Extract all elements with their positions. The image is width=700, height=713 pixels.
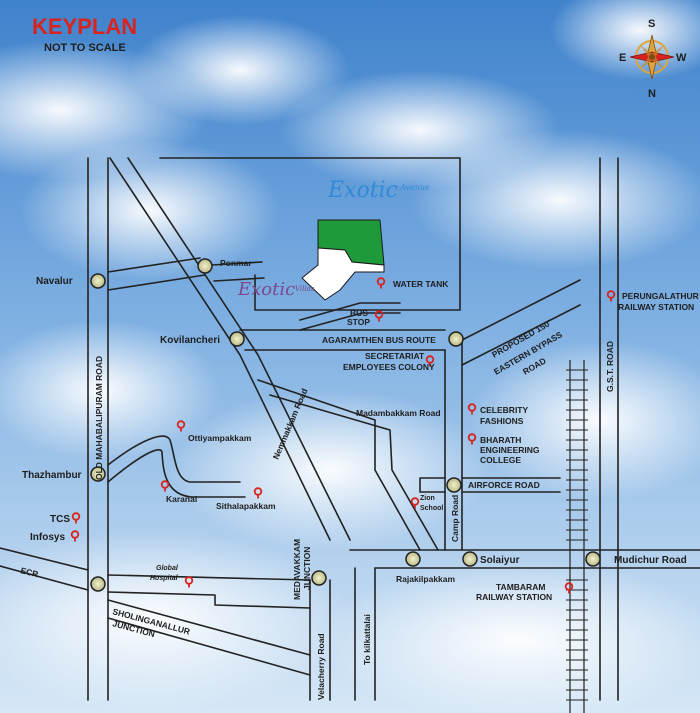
madambakkam-road-left (257, 379, 421, 551)
label-kovilancheri: Kovilancheri (160, 335, 220, 346)
ecr-road-top (0, 547, 89, 571)
compass-n-label: N (648, 88, 656, 100)
label-perungalathur-2: RAILWAY STATION (618, 302, 694, 312)
ecr-road-bottom (0, 565, 89, 591)
junction-medavakkam (311, 570, 327, 586)
keyplan-subtitle: NOT TO SCALE (44, 42, 126, 54)
label-bharath-3: COLLEGE (480, 455, 521, 465)
medavakkam-road-top (107, 574, 311, 581)
bus-stop-road-bottom (299, 312, 401, 331)
project-block-outline (159, 157, 461, 311)
road-network (0, 157, 700, 701)
label-solaiyur: Solaiyur (480, 555, 520, 566)
compass-e-label: E (619, 52, 626, 64)
label-global-1: Global (156, 565, 179, 572)
label-bharath-1: BHARATH (480, 435, 521, 445)
label-bus-stop-1: BUS (350, 308, 368, 318)
ottiyampakkam-road-bottom (107, 449, 246, 498)
exotic-villas-brand-suffix: Villas (295, 285, 315, 293)
label-bus-stop-2: STOP (347, 317, 370, 327)
exotic-avenue-brand: Exotic (327, 178, 398, 203)
bus-stop-road-top (299, 302, 401, 321)
exotic-villas-plot (301, 247, 385, 301)
label-global-2: Hospital (150, 575, 179, 582)
junction-navalur (90, 273, 106, 289)
nemmakkam-road-left (109, 157, 331, 541)
road-label-medavakkam-1: MEDAVAKKAM (292, 539, 302, 600)
label-tambaram-1: TAMBARAM (496, 582, 545, 592)
sholinganallur-road-bottom (107, 617, 311, 676)
label-water-tank: WATER TANK (393, 279, 449, 289)
label-thazhambur: Thazhambur (22, 470, 82, 481)
nemmakkam-road-right (127, 157, 351, 541)
label-ottiyampakkam: Ottiyampakkam (188, 433, 252, 443)
label-infosys: Infosys (30, 532, 65, 543)
compass-w-label: W (676, 52, 687, 64)
label-celebrity-2: FASHIONS (480, 416, 524, 426)
ponmar-project-road-bottom (213, 277, 265, 282)
road-label-mudichur: Mudichur Road (614, 555, 687, 566)
label-rajakilpakkam: Rajakilpakkam (396, 574, 456, 584)
compass-s-label: S (648, 18, 655, 30)
label-celebrity-1: CELEBRITY (480, 405, 529, 415)
sholinganallur-road-top (107, 599, 311, 656)
keyplan-title: KEYPLAN (32, 14, 137, 39)
label-zion-1: Zion (420, 495, 435, 502)
road-label-agaramthen: AGARAMTHEN BUS ROUTE (322, 335, 436, 345)
bypass-road-top (461, 279, 581, 341)
road-label-medavakkam-2: JUNCTION (302, 547, 312, 590)
label-navalur: Navalur (36, 276, 73, 287)
junction-kovilancheri (229, 331, 245, 347)
label-tcs: TCS (50, 514, 70, 525)
road-label-old-mahabalipuram: OLD MAHABALIPURAM ROAD (94, 356, 104, 480)
compass-rose-icon (629, 34, 675, 80)
label-sithalapakkam: Sithalapakkam (216, 501, 276, 511)
railway-sleepers (566, 369, 588, 701)
ponmar-project-road-top (211, 261, 263, 266)
exotic-avenue-brand-suffix: Avenue (399, 183, 430, 192)
ottiyampakkam-road-top (107, 435, 241, 483)
junction-solaiyur (462, 551, 478, 567)
junction-thazhambur (90, 466, 106, 482)
junction-ponmar (197, 258, 213, 274)
junction-agaramthen (448, 331, 464, 347)
label-tambaram-2: RAILWAY STATION (476, 592, 552, 602)
label-zion-2: School (420, 505, 443, 512)
label-karanai: Karanai (166, 494, 197, 504)
road-label-velacherry: Velacherry Road (316, 633, 326, 700)
airforce-road-west-stub (419, 477, 446, 493)
bypass-road-bottom (461, 304, 581, 366)
label-secretariat-1: SECRETARIAT (365, 351, 425, 361)
madambakkam-road-right (269, 394, 439, 551)
junction-markers (90, 258, 601, 592)
label-perungalathur-1: PERUNGALATHUR (622, 291, 699, 301)
road-label-camp: Camp Road (450, 495, 460, 542)
road-label-kilkattalai: To kilkattalai (362, 614, 372, 665)
road-label-gst: G.S.T. ROAD (605, 341, 615, 392)
road-label-ecr: ECR (20, 565, 40, 579)
label-secretariat-2: EMPLOYEES COLONY (343, 362, 435, 372)
navalur-ponmar-road-top (107, 257, 201, 273)
junction-airforce (446, 477, 462, 493)
road-label-airforce: AIRFORCE ROAD (468, 480, 540, 490)
junction-rajakilpakkam (405, 551, 421, 567)
label-bharath-2: ENGINEERING (480, 445, 540, 455)
exotic-villas-brand: Exotic (237, 279, 295, 300)
label-ponmar: Ponmar (220, 258, 252, 268)
junction-sholinganallur (90, 576, 106, 592)
road-label-madambakkam: Madambakkam Road (356, 408, 441, 418)
junction-mudichur (585, 551, 601, 567)
medavakkam-road-bottom (107, 591, 311, 609)
railway-line (569, 360, 585, 713)
